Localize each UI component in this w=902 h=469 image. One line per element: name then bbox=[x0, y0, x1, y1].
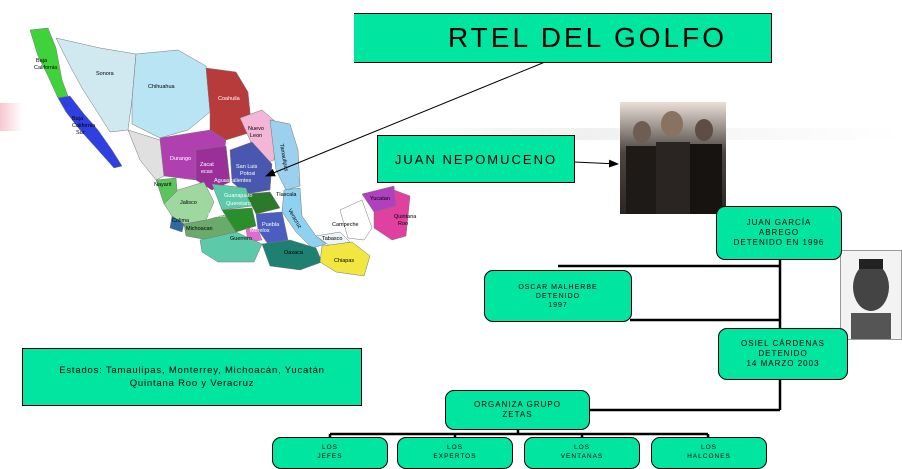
state-mexico bbox=[221, 207, 257, 233]
map-label-puebla: Puebla bbox=[262, 222, 280, 228]
states-line2: Quintana Roo y Veracruz bbox=[129, 378, 255, 389]
map-label-bcs-1: Baja bbox=[72, 116, 84, 122]
group-halcones: LOS HALCONES bbox=[651, 437, 767, 469]
state-quintana-roo bbox=[373, 189, 411, 241]
state-veracruz bbox=[281, 187, 327, 249]
group-jefes-line1: LOS bbox=[321, 444, 338, 451]
node-malherbe-line3: 1997 bbox=[548, 301, 568, 309]
state-queretaro bbox=[245, 191, 281, 215]
map-label-oaxaca: Oaxaca bbox=[284, 250, 304, 256]
node-zetas: ORGANIZA GRUPO ZETAS bbox=[445, 390, 590, 430]
map-label-slp-2: Potosi bbox=[240, 171, 255, 177]
map-label-coahuila: Coahuila bbox=[218, 96, 241, 102]
states-line1: Estados: Tamaulipas, Monterrey, Michoacá… bbox=[59, 365, 325, 376]
mexico-map: Baja California Baja California Sur Sono… bbox=[29, 27, 417, 277]
map-label-jalisco: Jalisco bbox=[180, 200, 197, 206]
title-box: RTEL DEL GOLFO bbox=[354, 13, 772, 63]
map-label-baja-california-2: California bbox=[34, 65, 58, 71]
state-baja-california-sur bbox=[57, 95, 123, 169]
group-ventanas: LOS VENTANAS bbox=[524, 437, 640, 469]
map-label-aguascalientes: Aguascalientes bbox=[214, 178, 252, 184]
map-label-zacatecas-2: ecas bbox=[201, 169, 213, 175]
map-label-quintana-roo-1: Quintana bbox=[394, 214, 417, 220]
map-label-durango: Durango bbox=[170, 156, 191, 162]
state-chiapas bbox=[319, 241, 371, 277]
node-zetas-line1: ORGANIZA GRUPO bbox=[474, 400, 561, 409]
map-label-chihuahua: Chihuahua bbox=[148, 84, 176, 90]
map-label-sonora: Sonora bbox=[96, 71, 115, 77]
page-title: RTEL DEL GOLFO bbox=[447, 22, 727, 53]
background-streak-left bbox=[0, 103, 22, 131]
map-label-queretaro: Queretaro bbox=[226, 201, 251, 207]
group-ventanas-line2: VENTANAS bbox=[560, 453, 604, 460]
group-jefes-line2: JEFES bbox=[317, 453, 343, 460]
group-expertos: LOS EXPERTOS bbox=[397, 437, 513, 469]
map-label-nuevo-leon-2: Leon bbox=[250, 133, 262, 139]
photo-group bbox=[620, 102, 726, 214]
photo-portrait bbox=[840, 250, 902, 340]
state-coahuila bbox=[205, 67, 253, 141]
map-label-campeche: Campeche bbox=[332, 222, 359, 228]
node-malherbe: OSCAR MALHERBE DETENIDO 1997 bbox=[484, 270, 632, 322]
state-colima bbox=[169, 215, 185, 233]
node-garcia-line1: JUAN GARCÍA bbox=[746, 218, 812, 227]
node-garcia-line3: DETENIDO EN 1996 bbox=[733, 238, 825, 247]
map-label-chiapas: Chiapas bbox=[334, 258, 354, 264]
group-halcones-line1: LOS bbox=[700, 444, 717, 451]
state-sinaloa bbox=[127, 129, 165, 181]
map-label-nayarit: Nayarit bbox=[154, 182, 172, 188]
state-sonora bbox=[55, 37, 137, 133]
node-osiel-line1: OSIEL CÁRDENAS bbox=[741, 339, 825, 348]
photo-group-figures bbox=[626, 111, 722, 214]
state-slp bbox=[229, 141, 273, 195]
map-label-tabasco: Tabasco bbox=[322, 236, 343, 242]
group-expertos-line1: LOS bbox=[446, 444, 463, 451]
map-label-guanajuato: Guanajuato bbox=[224, 193, 252, 199]
state-chihuahua bbox=[131, 49, 211, 139]
leader-label: JUAN NEPOMUCENO bbox=[394, 151, 558, 167]
group-ventanas-line1: LOS bbox=[573, 444, 590, 451]
node-malherbe-line2: DETENIDO bbox=[535, 292, 581, 300]
map-label-bcs-3: Sur bbox=[76, 130, 85, 136]
map-label-baja-california-1: Baja bbox=[36, 58, 48, 64]
map-label-zacatecas-1: Zacat bbox=[200, 162, 214, 168]
group-jefes: LOS JEFES bbox=[272, 437, 388, 469]
nepomuceno-to-photo-arrow bbox=[573, 159, 619, 168]
state-tabasco bbox=[315, 231, 351, 247]
state-campeche bbox=[339, 199, 373, 241]
map-label-quintana-roo-2: Roo bbox=[398, 221, 408, 227]
group-expertos-line2: EXPERTOS bbox=[433, 453, 477, 460]
group-halcones-line2: HALCONES bbox=[687, 453, 731, 460]
map-label-mexico: Mexico bbox=[208, 213, 225, 219]
map-label-nuevo-leon-1: Nuevo bbox=[248, 126, 264, 132]
map-label-tlaxcala: Tlaxcala bbox=[276, 192, 297, 198]
node-garcia-line2: ABREGO bbox=[758, 228, 800, 237]
states-box: Estados: Tamaulipas, Monterrey, Michoacá… bbox=[22, 348, 362, 406]
leader-box: JUAN NEPOMUCENO bbox=[377, 135, 575, 183]
state-baja-california bbox=[29, 27, 69, 99]
photo-portrait-figure bbox=[851, 259, 891, 339]
map-label-slp-1: San Luis bbox=[236, 164, 258, 170]
node-osiel: OSIEL CÁRDENAS DETENIDO 14 MARZO 2003 bbox=[718, 328, 848, 380]
state-guerrero bbox=[199, 231, 263, 263]
map-label-michoacan: Michoacan bbox=[186, 226, 213, 232]
map-label-yucatan: Yucatan bbox=[370, 196, 390, 202]
map-label-bcs-2: California bbox=[72, 123, 96, 129]
node-malherbe-line1: OSCAR MALHERBE bbox=[518, 283, 598, 291]
map-label-guerrero: Guerrero bbox=[230, 236, 252, 242]
node-zetas-line2: ZETAS bbox=[502, 410, 533, 419]
map-label-colima: Colima bbox=[172, 218, 190, 224]
node-osiel-line2: DETENIDO bbox=[758, 349, 808, 358]
node-osiel-line3: 14 MARZO 2003 bbox=[746, 359, 820, 368]
map-label-morelos: Morelos bbox=[250, 228, 270, 234]
node-garcia: JUAN GARCÍA ABREGO DETENIDO EN 1996 bbox=[716, 206, 842, 260]
